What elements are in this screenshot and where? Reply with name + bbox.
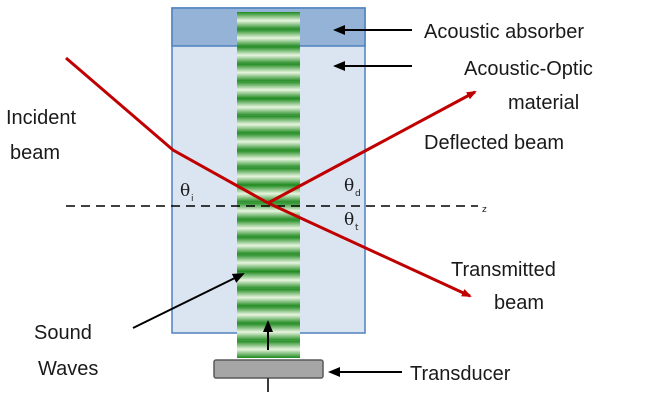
deflected-angle-subscript: d [355,189,361,199]
wave-band-17 [237,306,300,324]
wave-band-0 [237,12,300,30]
wave-band-9 [237,167,300,185]
transducer-plate [213,359,324,379]
wave-band-5 [237,98,300,116]
sound-waves-label-line1: Sound [34,322,92,344]
transmitted-beam [267,201,472,298]
acousto-optic-label-line2: material [508,92,579,114]
transmitted-beam-label-line2: beam [494,292,544,314]
wave-band-12 [237,219,300,237]
sound-waves-label-line2: Waves [38,358,98,380]
incident-beam-label-line1: Incident [6,107,76,129]
transducer-label: Transducer [410,363,511,385]
sound-wave-column [237,12,300,358]
wave-band-14 [237,254,300,272]
wave-band-1 [237,29,300,47]
sound-waves-pointer-arrow [132,273,245,329]
wave-band-10 [237,185,300,203]
wave-band-4 [237,81,300,99]
incident-angle-symbol: θ [180,181,190,201]
acousto-optic-label-line1: Acoustic-Optic [464,58,593,80]
deflected-angle-symbol: θ [344,176,354,196]
incident-beam-label-line2: beam [10,142,60,164]
wave-band-15 [237,271,300,289]
acoustic-absorber-label: Acoustic absorber [424,21,584,43]
wave-band-8 [237,150,300,168]
deflected-beam [267,90,477,205]
wave-band-7 [237,133,300,151]
wave-band-3 [237,63,300,82]
incident-beam [65,56,269,205]
wave-band-13 [237,236,300,255]
wave-band-2 [237,46,300,64]
transmitted-angle-subscript: t [355,223,359,233]
wave-band-16 [237,288,300,307]
deflected-beam-label: Deflected beam [424,132,564,154]
wave-band-11 [237,202,300,220]
transmitted-angle-symbol: θ [344,210,354,230]
wave-band-6 [237,115,300,134]
axis-label: z [482,205,487,215]
transmitted-beam-label-line1: Transmitted [451,259,556,281]
incident-angle-subscript: i [191,194,194,204]
